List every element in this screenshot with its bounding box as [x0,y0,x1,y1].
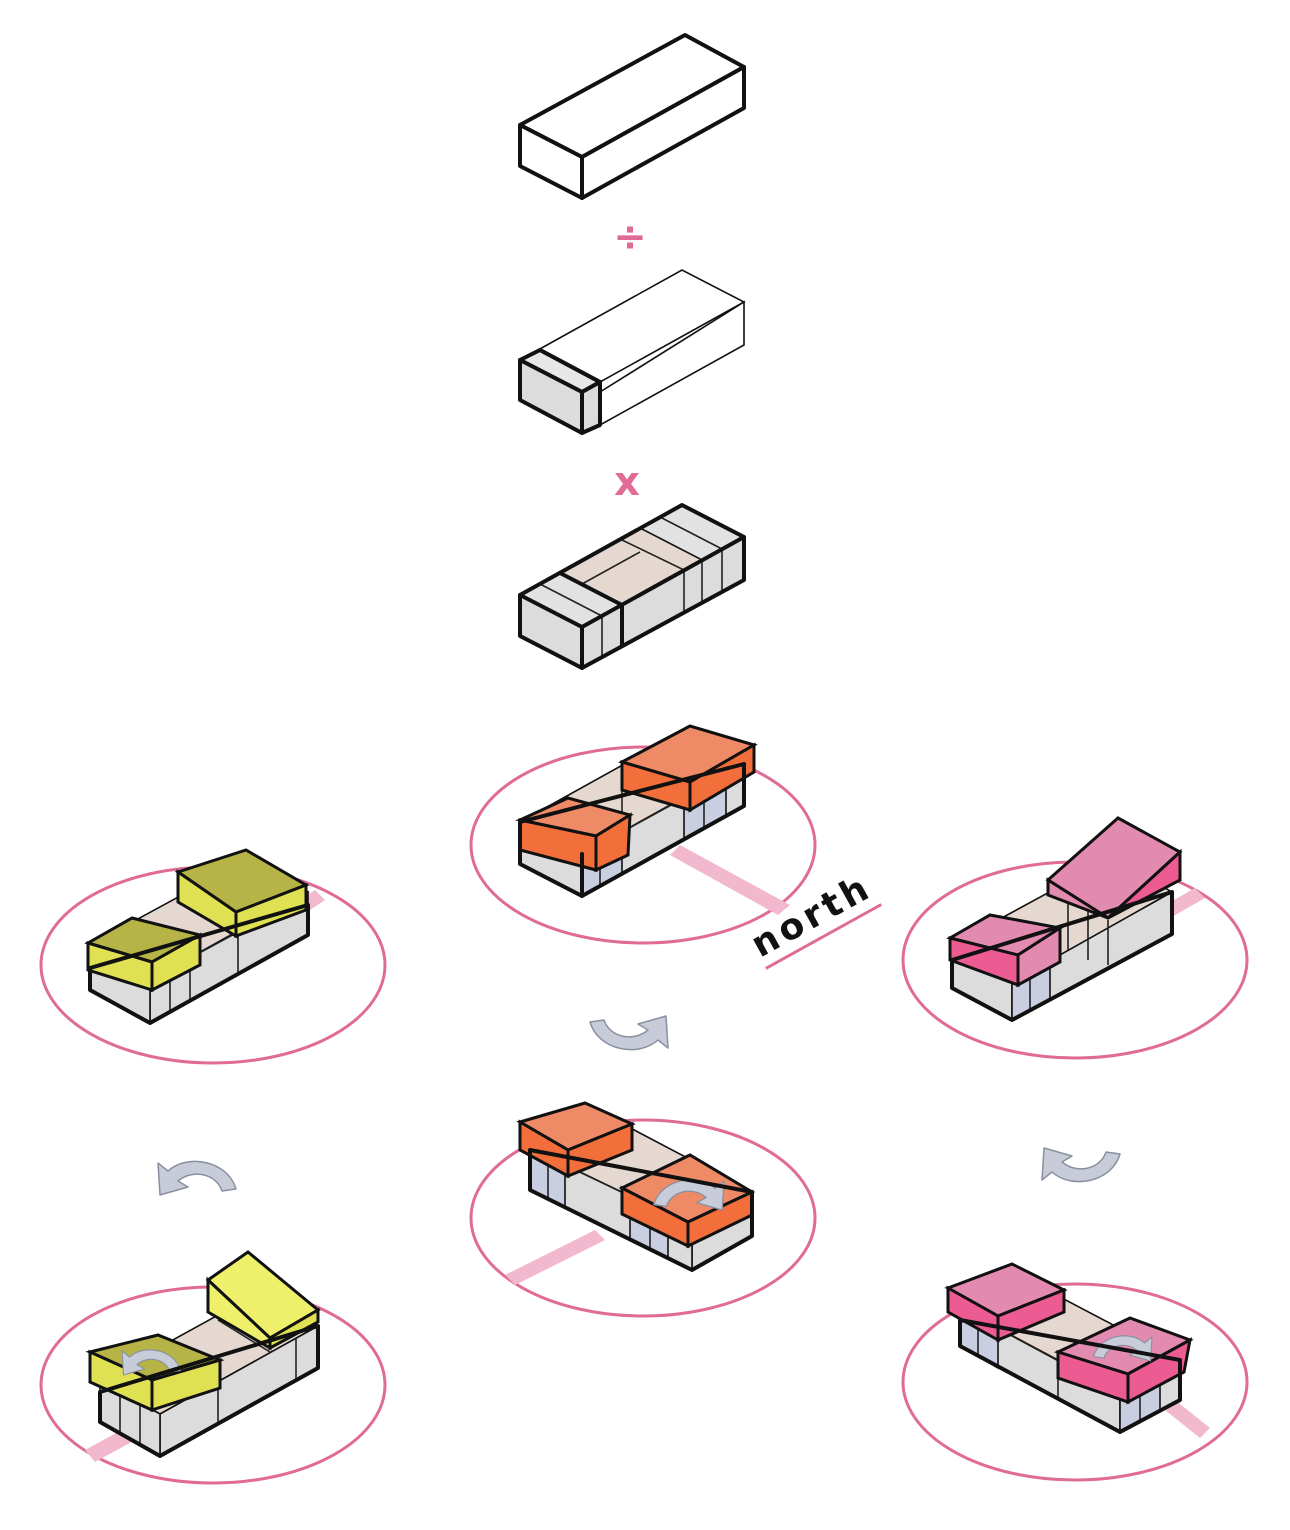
divide-operator: ÷ [613,214,647,260]
box-step-1 [518,33,746,200]
north-axis-line [505,1230,605,1285]
pink-scheme-1 [901,816,1249,1060]
yellow-scheme-1 [39,848,387,1065]
north-label: north [744,867,882,970]
rotate-arrow-icon [157,1160,237,1196]
site-circle [469,1118,817,1318]
site-circle [901,1282,1249,1482]
yellow-scheme-2 [39,1250,387,1485]
rotate-arrow-icon [589,1015,669,1051]
svg-text:x: x [614,459,640,505]
north-axis-line [670,845,790,915]
orange-scheme-north: north [469,724,882,970]
box-step-2 [518,269,746,435]
rotate-arrow-icon [1041,1147,1121,1183]
pink-scheme-2 [901,1262,1249,1482]
multiply-operator: x [614,459,640,505]
svg-text:÷: ÷ [613,214,647,260]
box-step-3 [518,503,746,670]
orange-scheme-rotated [469,1101,817,1318]
site-circle [469,745,817,945]
